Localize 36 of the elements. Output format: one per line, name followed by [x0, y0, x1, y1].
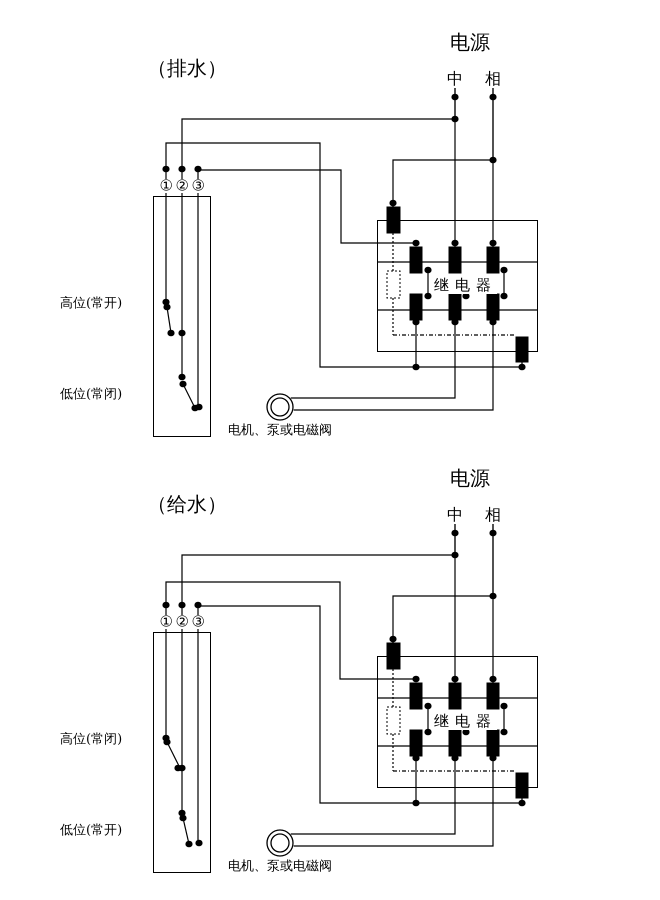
terminal-label: ②: [175, 615, 189, 629]
motor-symbol: [266, 829, 294, 857]
phase-label: 中: [446, 506, 464, 524]
wire: [165, 581, 377, 680]
terminal-label: ①: [159, 615, 173, 629]
power-source-label: 电源: [450, 30, 490, 54]
position-label: 高位(常开): [60, 296, 122, 312]
float-switch-box: [153, 196, 211, 437]
terminal-label: ①: [159, 179, 173, 193]
wire: [290, 788, 456, 835]
wire: [197, 605, 417, 804]
motor-symbol: [266, 393, 294, 421]
wire: [290, 352, 456, 399]
motor-caption: 电机、泵或电磁阀: [228, 423, 332, 439]
terminal-label: ③: [191, 179, 205, 193]
wire: [294, 352, 494, 411]
wire: [197, 169, 377, 244]
relay-box: 继电器: [377, 656, 538, 788]
wire: [165, 142, 417, 368]
terminal-label: ②: [175, 179, 189, 193]
diagram-heading: （给水）: [147, 492, 227, 516]
power-source-label: 电源: [450, 466, 490, 490]
phase-label: 相: [484, 506, 502, 524]
position-label: 低位(常开): [60, 823, 122, 839]
position-label: 高位(常闭): [60, 732, 122, 748]
motor-caption: 电机、泵或电磁阀: [228, 859, 332, 875]
terminal-label: ③: [191, 615, 205, 629]
wire: [294, 788, 494, 847]
position-label: 低位(常闭): [60, 387, 122, 403]
phase-label: 中: [446, 70, 464, 88]
relay-box: 继电器: [377, 220, 538, 352]
wire: [181, 524, 456, 615]
float-switch-box: [153, 632, 211, 873]
diagram-heading: （排水）: [147, 56, 227, 80]
wire: [181, 88, 456, 179]
phase-label: 相: [484, 70, 502, 88]
